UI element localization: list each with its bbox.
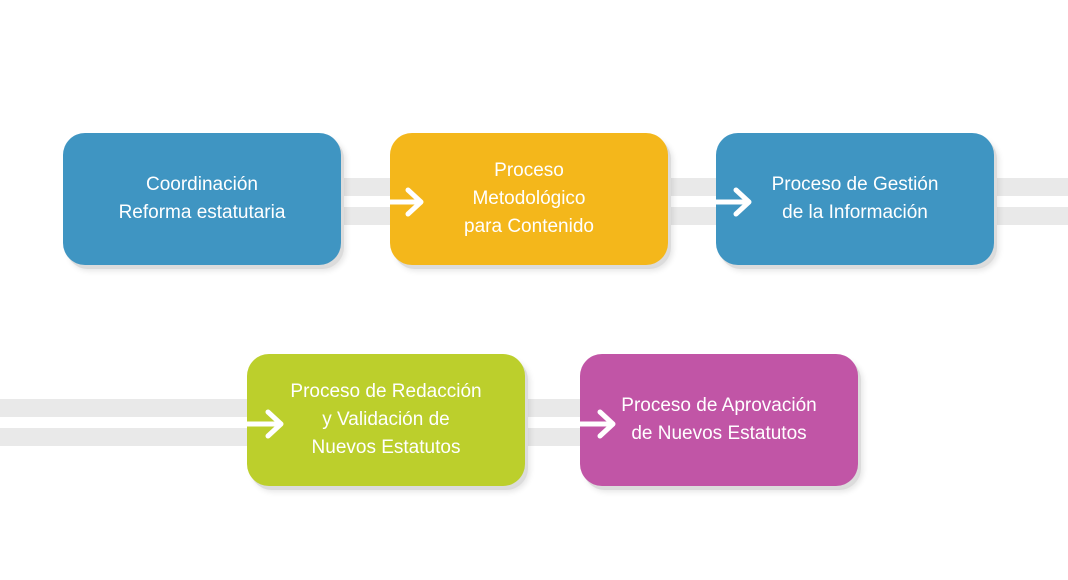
node-coordinacion: Coordinación Reforma estatutaria bbox=[63, 133, 341, 265]
node-label: Proceso de Gestión de la Información bbox=[771, 174, 939, 223]
node-gestion-informacion: Proceso de Gestión de la Información bbox=[716, 133, 994, 265]
node-label: Coordinación Reforma estatutaria bbox=[118, 174, 286, 223]
arrow-right-icon bbox=[709, 187, 752, 217]
node-label: Proceso Metodológico para Contenido bbox=[464, 160, 594, 237]
node-proceso-metodologico: Proceso Metodológico para Contenido bbox=[390, 133, 668, 265]
arrow-right-icon bbox=[573, 409, 616, 439]
arrow-right-icon bbox=[381, 187, 424, 217]
node-label: Proceso de Aprovación de Nuevos Estatuto… bbox=[621, 395, 817, 444]
node-redaccion-validacion: Proceso de Redacción y Validación de Nue… bbox=[247, 354, 525, 486]
node-aprovacion: Proceso de Aprovación de Nuevos Estatuto… bbox=[580, 354, 858, 486]
arrow-right-icon bbox=[241, 409, 284, 439]
node-label: Proceso de Redacción y Validación de Nue… bbox=[290, 381, 482, 458]
